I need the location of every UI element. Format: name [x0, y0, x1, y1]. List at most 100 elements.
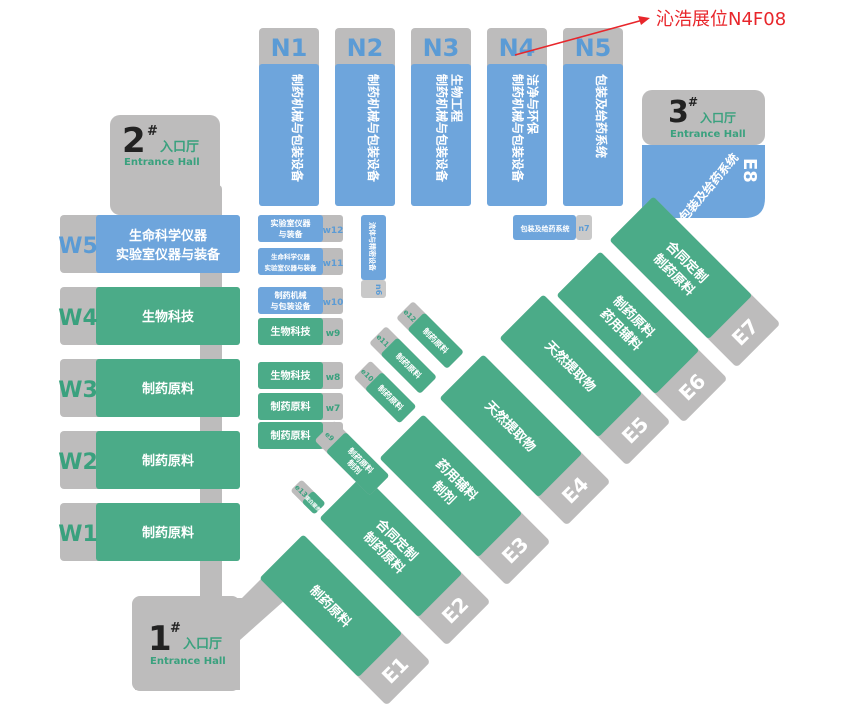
hall-code: W4: [58, 306, 98, 331]
hall-name: 生物科技: [142, 309, 195, 325]
hall-body: [408, 313, 463, 368]
hall-n6[interactable]: 流体与精密设备 n6: [361, 215, 386, 298]
hall-name: 制药机械与包装设备: [511, 74, 526, 183]
hall-name: 制药原料: [142, 453, 194, 469]
hall-n3[interactable]: N3制药机械与包装设备生物工程: [411, 28, 471, 206]
hall-code: w7: [326, 404, 341, 414]
hall-name: 包装及给药系统: [594, 73, 609, 158]
hall-n5[interactable]: N5 包装及给药系统: [563, 28, 623, 206]
entrance-2[interactable]: 2 # 入口厅 Entrance Hall: [122, 121, 200, 168]
hall-body: [381, 338, 436, 393]
hall-code: w8: [326, 373, 341, 383]
hall-body: [557, 252, 699, 394]
hall-name: 生物科技: [271, 325, 312, 338]
hall-code: E8: [739, 158, 760, 183]
hall-name: 制药原料: [142, 381, 194, 397]
entrance-mark: #: [688, 95, 698, 109]
hall-n4[interactable]: N4制药机械与包装设备洁净与环保: [487, 28, 547, 206]
booth-annotation: 沁浩展位N4F08: [514, 9, 786, 56]
hall-code: N3: [423, 34, 460, 62]
entrance-3[interactable]: 3 # 入口厅 Entrance Hall: [668, 95, 746, 140]
hall-code: w12: [323, 226, 344, 236]
hall-code: N2: [347, 34, 384, 62]
entrance-label-en: Entrance Hall: [124, 157, 200, 168]
entrance-mark: #: [147, 124, 158, 139]
hall-code: W2: [58, 450, 98, 475]
hall-body: [96, 503, 240, 561]
hall-w8[interactable]: w8 生物科技: [258, 362, 343, 389]
hall-body: [411, 64, 471, 206]
hall-body: [96, 359, 240, 417]
hall-code: N5: [575, 34, 612, 62]
entrance-number: 1: [148, 619, 172, 659]
entrance-label-cn: 入口厅: [700, 111, 736, 125]
hall-body: [96, 287, 240, 345]
hall-w2[interactable]: W2 制药原料: [58, 431, 240, 489]
hall-w7[interactable]: w7 制药原料: [258, 393, 343, 420]
hall-body: [380, 415, 522, 557]
hall-name: 生物科技: [271, 369, 312, 382]
hall-name: 制药原料: [271, 400, 311, 413]
entrance-1[interactable]: 1 # 入口厅 Entrance Hall: [148, 619, 226, 667]
hall-w10[interactable]: w10 制药机械与包装设备: [258, 287, 343, 314]
hall-name-line2: 与包装设备: [271, 301, 312, 311]
hall-name-line1: 生命科学仪器: [271, 252, 311, 261]
hall-name-line2: 与装备: [279, 229, 304, 239]
annotation-text: 沁浩展位N4F08: [656, 9, 786, 30]
hall-name: 生物工程: [450, 74, 465, 122]
hall-body: [258, 318, 323, 345]
hall-w4[interactable]: W4 生物科技: [58, 287, 240, 345]
hall-body: [335, 64, 395, 206]
hall-n1[interactable]: N1 制药机械与包装设备: [259, 28, 319, 206]
hall-name-line1: 生命科学仪器: [129, 228, 208, 244]
entrance-label-en: Entrance Hall: [670, 129, 746, 140]
hall-code: w11: [323, 259, 344, 269]
hall-name: 制药原料: [142, 525, 194, 541]
hall-body: [500, 295, 642, 437]
hall-name-line2: 实验室仪器与装备: [116, 247, 221, 263]
hall-body: [302, 491, 325, 514]
hall-name-line1: 制药机械: [275, 290, 307, 300]
hall-name: 制药机械与包装设备: [290, 74, 305, 183]
hall-n7[interactable]: 包装及给药系统 n7: [513, 215, 592, 240]
hall-body: [366, 373, 416, 423]
hall-body: [327, 433, 389, 495]
hall-body: [258, 393, 323, 420]
hall-code: W5: [58, 234, 98, 259]
hall-body: [440, 355, 582, 497]
hall-w12[interactable]: w12 实验室仪器与装备: [258, 215, 343, 242]
entrance-label-cn: 入口厅: [183, 637, 222, 652]
entrance-number: 3: [668, 95, 689, 130]
hall-name-line1: 实验室仪器: [271, 218, 312, 228]
hall-name-line2: 实验室仪器与装备: [265, 263, 318, 272]
north-halls: N1制药机械与包装设备N2制药机械与包装设备N3制药机械与包装设备生物工程N4制…: [259, 28, 623, 206]
entrance-mark: #: [170, 621, 181, 636]
hall-body: [487, 64, 547, 206]
hall-body: [260, 535, 402, 677]
hall-code: w10: [323, 298, 344, 308]
hall-body: [320, 475, 462, 617]
hall-body: [258, 422, 323, 449]
hall-name: 制药原料: [271, 429, 311, 442]
hall-code: N1: [271, 34, 308, 62]
hall-body: [258, 287, 323, 314]
